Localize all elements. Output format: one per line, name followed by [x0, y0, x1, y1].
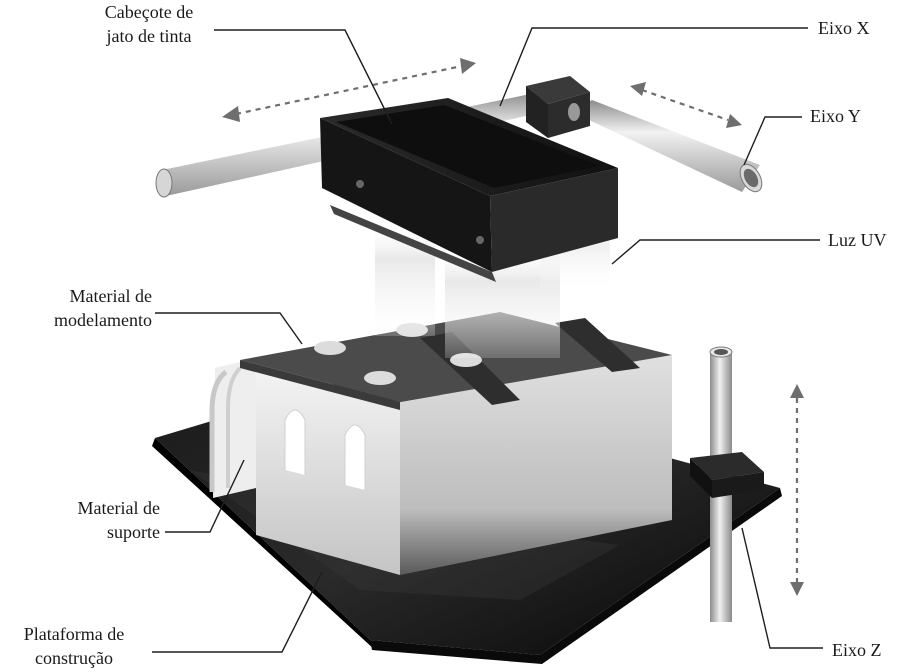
leader-y-axis: [743, 116, 802, 166]
leader-support-material: [165, 459, 245, 533]
label-model-material-line1: Material de: [69, 286, 152, 306]
label-uv-light: Luz UV: [828, 230, 887, 250]
print-head: [320, 98, 618, 282]
label-print-head-line1: Cabeçote de: [104, 2, 194, 22]
z-axis-rod: [690, 346, 764, 622]
label-build-platform: Plataforma de construção: [0, 622, 148, 670]
label-x-axis: Eixo X: [818, 18, 870, 38]
label-model-material-line2: modelamento: [54, 310, 152, 330]
leader-x-axis: [499, 27, 808, 107]
label-support-material: Material de suporte: [22, 496, 160, 544]
leader-print-head: [214, 29, 393, 125]
label-build-platform-line2: construção: [35, 648, 113, 668]
label-print-head: Cabeçote de jato de tinta: [78, 0, 220, 48]
label-z-axis: Eixo Z: [832, 640, 882, 660]
leader-uv-light: [611, 239, 820, 265]
leader-build-platform: [152, 571, 323, 653]
leader-z-axis: [741, 527, 823, 649]
label-y-axis: Eixo Y: [810, 106, 861, 126]
leader-model-material: [155, 312, 303, 345]
x-axis-arrow: [222, 58, 476, 122]
y-axis-arrow: [630, 82, 742, 128]
support-material: [209, 358, 256, 498]
label-support-material-line1: Material de: [77, 498, 160, 518]
label-build-platform-line1: Plataforma de: [23, 624, 125, 644]
label-support-material-line2: suporte: [107, 522, 160, 542]
label-model-material: Material de modelamento: [14, 284, 152, 332]
z-axis-arrow: [790, 384, 804, 596]
y-axis-rod: [572, 100, 763, 193]
label-print-head-line2: jato de tinta: [106, 26, 192, 46]
